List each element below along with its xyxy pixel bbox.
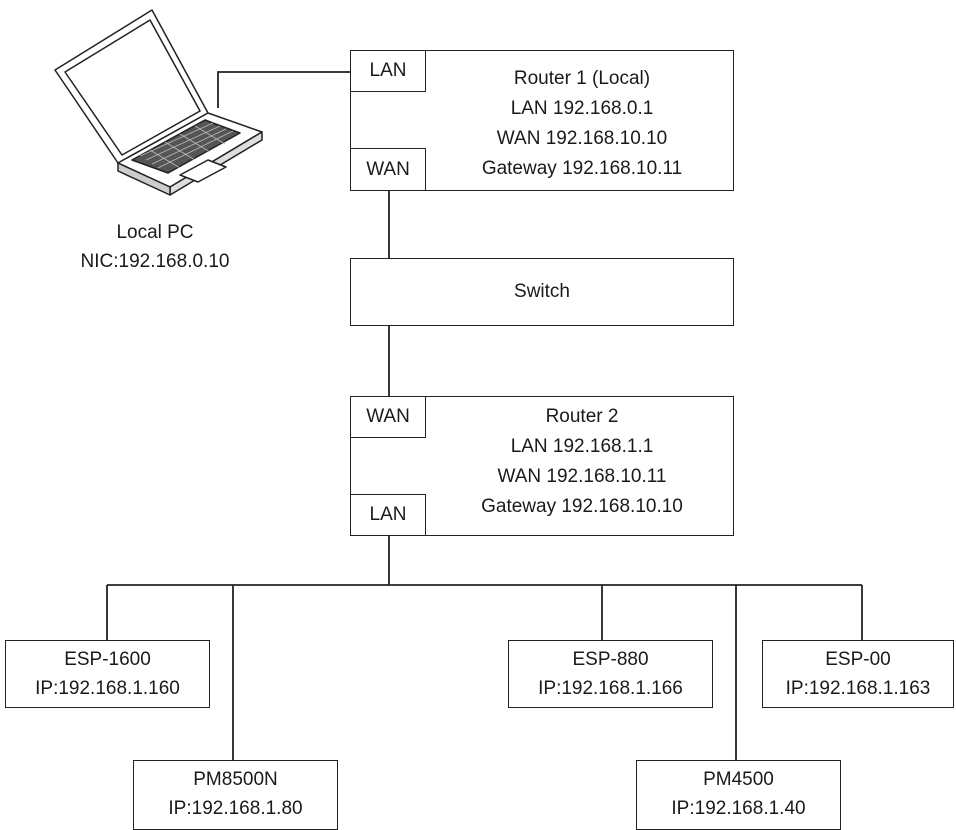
device-ip: IP:192.168.1.160 <box>35 678 180 699</box>
device-pm4500: PM4500 IP:192.168.1.40 <box>636 760 841 830</box>
laptop-icon <box>54 9 263 196</box>
router2-lan-port: LAN <box>350 494 426 536</box>
device-ip: IP:192.168.1.40 <box>671 798 806 819</box>
router1-title: Router 1 (Local) <box>513 68 651 89</box>
device-name: ESP-00 <box>825 649 891 670</box>
router2-wan-port: WAN <box>350 396 426 438</box>
device-name: PM8500N <box>193 769 278 790</box>
router1-info: Router 1 (Local) LAN 192.168.0.1 WAN 192… <box>432 64 732 184</box>
router1-lan: LAN 192.168.0.1 <box>510 98 654 119</box>
router1-lan-port: LAN <box>350 50 426 92</box>
router1-gateway: Gateway 192.168.10.11 <box>481 158 683 179</box>
router1-wan: WAN 192.168.10.10 <box>496 128 668 149</box>
router2-info: Router 2 LAN 192.168.1.1 WAN 192.168.10.… <box>432 402 732 522</box>
switch-box: Switch <box>350 258 734 326</box>
link-pc-router1 <box>217 71 350 108</box>
switch-label: Switch <box>514 281 570 302</box>
device-ip: IP:192.168.1.80 <box>168 798 303 819</box>
local-pc-name: Local PC <box>116 222 194 243</box>
device-name: ESP-880 <box>572 649 649 670</box>
local-pc-nic: NIC:192.168.0.10 <box>80 251 230 272</box>
device-pm8500n: PM8500N IP:192.168.1.80 <box>133 760 338 830</box>
device-ip: IP:192.168.1.166 <box>538 678 683 699</box>
device-name: PM4500 <box>703 769 774 790</box>
device-name: ESP-1600 <box>64 649 151 670</box>
router2-gateway: Gateway 192.168.10.10 <box>481 496 683 517</box>
router2-lan: LAN 192.168.1.1 <box>510 436 654 457</box>
router2-wan: WAN 192.168.10.11 <box>497 466 667 487</box>
device-esp-00: ESP-00 IP:192.168.1.163 <box>762 640 954 708</box>
router2-title: Router 2 <box>545 406 619 427</box>
router1-wan-port: WAN <box>350 148 426 191</box>
device-ip: IP:192.168.1.163 <box>785 678 931 699</box>
device-esp-1600: ESP-1600 IP:192.168.1.160 <box>5 640 210 708</box>
device-esp-880: ESP-880 IP:192.168.1.166 <box>508 640 713 708</box>
local-pc-label: Local PC NIC:192.168.0.10 <box>40 218 270 276</box>
